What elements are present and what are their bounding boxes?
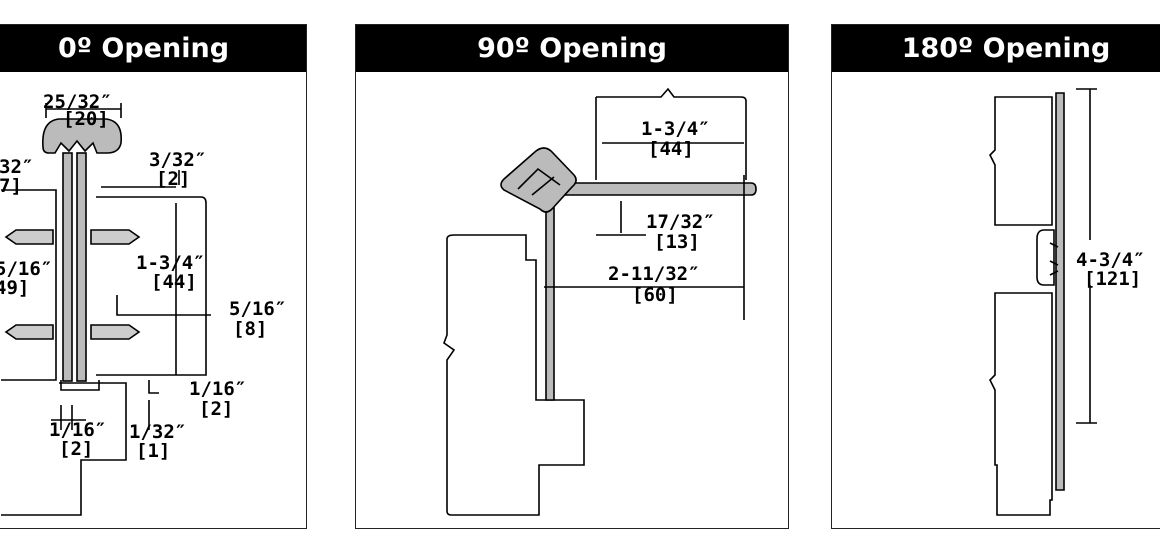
clearance-bottom-dim-line xyxy=(51,405,86,430)
dim-top-width-mm: [20] xyxy=(63,108,109,130)
dim-left-depth: 5/16″ xyxy=(0,258,52,280)
offset-dim-line xyxy=(596,201,646,236)
dim-leaf-thickness: 1-3/4″ xyxy=(641,118,710,140)
dim-leaf-thickness-mm: [44] xyxy=(648,138,694,160)
hinge-leaf-right xyxy=(76,152,87,382)
dim-offset-mm: [8] xyxy=(233,318,267,340)
dim-left-partial: 32″ xyxy=(0,156,33,178)
hinge-diagram-0-degree: 25/32″ [20] 32″ 7] 3/32″ [2] 1-3/4″ [44]… xyxy=(0,91,286,516)
clearance-dim-lines xyxy=(148,380,159,430)
panel-title: 0º Opening xyxy=(0,25,306,72)
hinge-knuckle xyxy=(500,147,577,213)
panel-90-degree-opening: 90º Opening 1-3/4″ [44] 17/32″ [13] 2-11… xyxy=(355,24,789,529)
hinge-leaf-vertical xyxy=(545,189,555,401)
dim-leaf-height-mm: [44] xyxy=(151,271,197,293)
dim-top-width: 25/32″ xyxy=(43,91,112,113)
gap-right-dim-line xyxy=(101,170,180,188)
hinge-leaf-left xyxy=(62,152,73,382)
dim-gap-right-mm: [2] xyxy=(156,168,190,190)
dim-left-depth-mm: 49] xyxy=(0,277,29,299)
hinge-diagram-180-degree: 4-3/4″ [121] xyxy=(989,88,1145,516)
screw-icon xyxy=(4,229,54,245)
panel-180-degree-opening: 180º Opening 4-3/4″ [121] xyxy=(831,24,1160,529)
dim-clearance-right: 1/16″ xyxy=(189,378,246,400)
projection-dim-line xyxy=(544,175,745,320)
screw-icons xyxy=(4,229,141,340)
hinge-knuckle-detail xyxy=(517,167,561,196)
dim-gap-bottom-mm: [1] xyxy=(136,440,170,462)
top-width-dim-line xyxy=(45,103,122,118)
panel-0-degree-opening: 0º Opening xyxy=(0,24,307,529)
screw-icon xyxy=(90,229,141,245)
dim-offset: 17/32″ xyxy=(646,211,715,233)
hinge-diagram-90-degree: 1-3/4″ [44] 17/32″ [13] 2-11/32″ [60] xyxy=(443,87,757,516)
dim-gap-bottom: 1/32″ xyxy=(129,421,186,443)
dim-height: 4-3/4″ xyxy=(1076,249,1145,271)
screw-icon xyxy=(4,324,54,340)
dim-clearance-bottom-mm: [2] xyxy=(59,438,93,460)
hinge-knuckle-cap xyxy=(42,118,123,154)
screw-icon xyxy=(90,324,141,340)
dim-offset-mm: [13] xyxy=(654,231,700,253)
dim-height-mm: [121] xyxy=(1084,268,1141,290)
hinge-bottom-edge xyxy=(60,380,100,391)
dim-leaf-height: 1-3/4″ xyxy=(136,252,205,274)
dim-gap-right: 3/32″ xyxy=(149,149,206,171)
left-door-leaf-outline xyxy=(1,189,57,381)
lower-leaf-outline xyxy=(989,292,1053,516)
hinge-knuckle xyxy=(1036,229,1055,286)
dim-clearance-bottom: 1/16″ xyxy=(49,419,106,441)
dim-clearance-right-mm: [2] xyxy=(199,398,233,420)
hinge-leaf-horizontal xyxy=(563,182,757,196)
panel-title: 180º Opening xyxy=(832,25,1160,72)
frame-body-outline xyxy=(1,382,127,516)
offset-dim-line xyxy=(116,295,211,316)
door-leaf-top-outline xyxy=(596,87,747,180)
dim-projection-mm: [60] xyxy=(632,284,678,306)
right-door-leaf-outline xyxy=(96,196,207,376)
dim-offset: 5/16″ xyxy=(229,298,286,320)
hinge-knuckle-detail xyxy=(1049,242,1059,276)
dim-left-partial-mm: 7] xyxy=(0,175,22,197)
frame-body-outline xyxy=(443,234,585,516)
hinge-strip xyxy=(1055,92,1065,491)
height-dim-line xyxy=(1076,88,1097,424)
upper-leaf-outline xyxy=(989,96,1053,226)
panel-title: 90º Opening xyxy=(356,25,788,72)
dim-projection: 2-11/32″ xyxy=(608,263,700,285)
